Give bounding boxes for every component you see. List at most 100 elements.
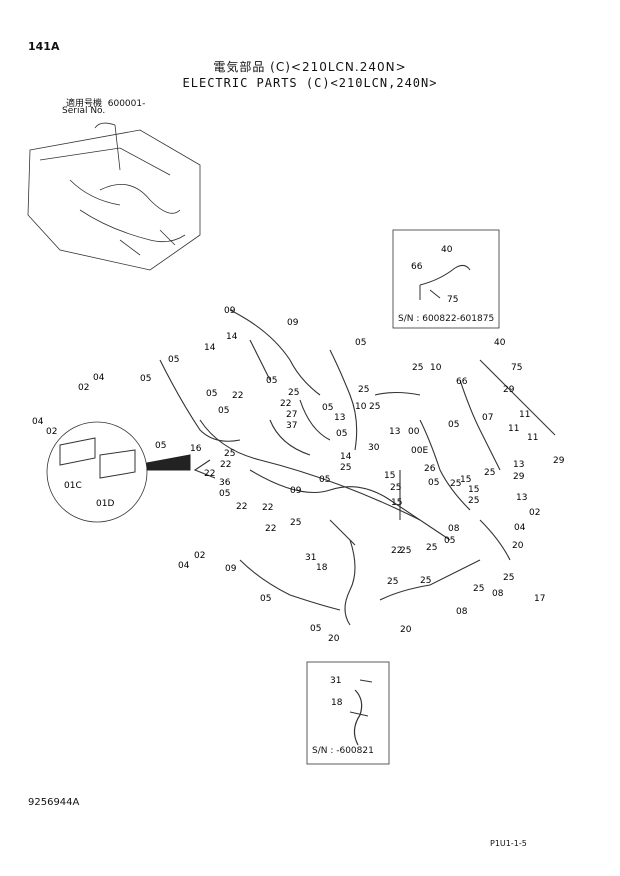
callout: 22 <box>280 399 291 409</box>
callout: 25 <box>468 496 479 506</box>
callout: 05 <box>219 489 230 499</box>
callout: 13 <box>389 427 400 437</box>
callout: 08 <box>448 524 460 534</box>
inset-callout: 01D <box>96 499 114 509</box>
callout: 22 <box>265 524 276 534</box>
callout: 25 <box>387 577 398 587</box>
inset-callout: 66 <box>411 262 423 272</box>
callout: 02 <box>78 383 89 393</box>
callout: 05 <box>260 594 271 604</box>
callout: 11 <box>508 424 519 434</box>
inset-callouts: 40 66 75 31 18 01C 01D <box>64 245 458 708</box>
callout: 08 <box>456 607 468 617</box>
callout: 05 <box>428 478 439 488</box>
callout: 20 <box>328 634 340 644</box>
callout: 22 <box>232 391 243 401</box>
machine-overview-sketch <box>27 122 201 271</box>
callout: 29 <box>503 385 515 395</box>
callout: 25 <box>358 385 369 395</box>
inset-box-bottom <box>306 661 390 765</box>
callout: 05 <box>310 624 321 634</box>
callout: 05 <box>266 376 277 386</box>
callout: 04 <box>178 561 190 571</box>
page-code: P1U1-1-5 <box>490 839 527 848</box>
callout: 22 <box>391 546 402 556</box>
callout: 25 <box>420 576 431 586</box>
harness-lines <box>159 309 556 626</box>
callout: 20 <box>512 541 524 551</box>
callout: 20 <box>400 625 412 635</box>
inset-callout: 40 <box>441 245 453 255</box>
callout: 27 <box>286 410 297 420</box>
callout: 09 <box>224 306 236 316</box>
callout: 08 <box>492 589 504 599</box>
callout: 04 <box>514 523 526 533</box>
callout: 02 <box>194 551 205 561</box>
callout: 75 <box>511 363 522 373</box>
inset-callout: 18 <box>331 698 343 708</box>
callout: 02 <box>46 427 57 437</box>
callout: 07 <box>482 413 493 423</box>
callout: 05 <box>218 406 229 416</box>
callout: 36 <box>219 478 231 488</box>
callout: 05 <box>319 475 330 485</box>
serial-label-en: Serial No. <box>62 106 106 116</box>
callout: 00E <box>411 446 428 456</box>
callout: 25 <box>290 518 301 528</box>
callout: 16 <box>190 444 202 454</box>
serial-value: 600001- <box>107 99 146 109</box>
callout: 13 <box>513 460 524 470</box>
callout: 22 <box>236 502 247 512</box>
callout: 09 <box>225 564 237 574</box>
callout: 10 <box>430 363 442 373</box>
callout: 31 <box>305 553 316 563</box>
callout: 25 <box>450 479 461 489</box>
callout: 25 <box>288 388 299 398</box>
callout: 05 <box>140 374 151 384</box>
callout: 25 <box>400 546 411 556</box>
callout-labels: 09 09 14 05 14 05 05 05 02 04 04 02 05 0… <box>32 306 565 644</box>
callout: 25 <box>369 402 380 412</box>
callout: 10 <box>355 402 367 412</box>
callout: 05 <box>322 403 333 413</box>
inset-box-top <box>392 229 500 329</box>
callout: 05 <box>336 429 347 439</box>
callout: 15 <box>468 485 479 495</box>
callout: 15 <box>460 475 471 485</box>
callout: 14 <box>226 332 238 342</box>
callout: 25 <box>412 363 423 373</box>
callout: 25 <box>503 573 514 583</box>
page-id: 141A <box>28 40 60 53</box>
callout: 05 <box>206 389 217 399</box>
callout: 14 <box>204 343 216 353</box>
callout: 05 <box>168 355 179 365</box>
callout: 09 <box>287 318 299 328</box>
callout: 05 <box>155 441 166 451</box>
callout: 25 <box>426 543 437 553</box>
callout: 00 <box>408 427 420 437</box>
inset-circle <box>46 421 191 523</box>
callout: 25 <box>340 463 351 473</box>
callout: 13 <box>334 413 345 423</box>
inset-callout: 75 <box>447 295 458 305</box>
callout: 04 <box>93 373 105 383</box>
callout: 26 <box>424 464 436 474</box>
callout: 25 <box>484 468 495 478</box>
inset-bottom-serial: S/N : -600821 <box>312 746 374 756</box>
callout: 29 <box>513 472 525 482</box>
callout: 22 <box>204 469 215 479</box>
title-japanese: 電気部品 (C)<210LCN.240N> <box>213 60 407 74</box>
callout: 25 <box>473 584 484 594</box>
callout: 17 <box>534 594 545 604</box>
callout: 05 <box>355 338 366 348</box>
callout: 29 <box>553 456 565 466</box>
callout: 25 <box>224 449 235 459</box>
callout: 15 <box>391 498 402 508</box>
document-number: 9256944A <box>28 797 80 808</box>
callout: 04 <box>32 417 44 427</box>
callout: 37 <box>286 421 297 431</box>
callout: 14 <box>340 452 352 462</box>
inset-callout: 31 <box>330 676 341 686</box>
callout: 25 <box>390 483 401 493</box>
serial-label-jp: 適用号機 600001- <box>66 99 146 109</box>
